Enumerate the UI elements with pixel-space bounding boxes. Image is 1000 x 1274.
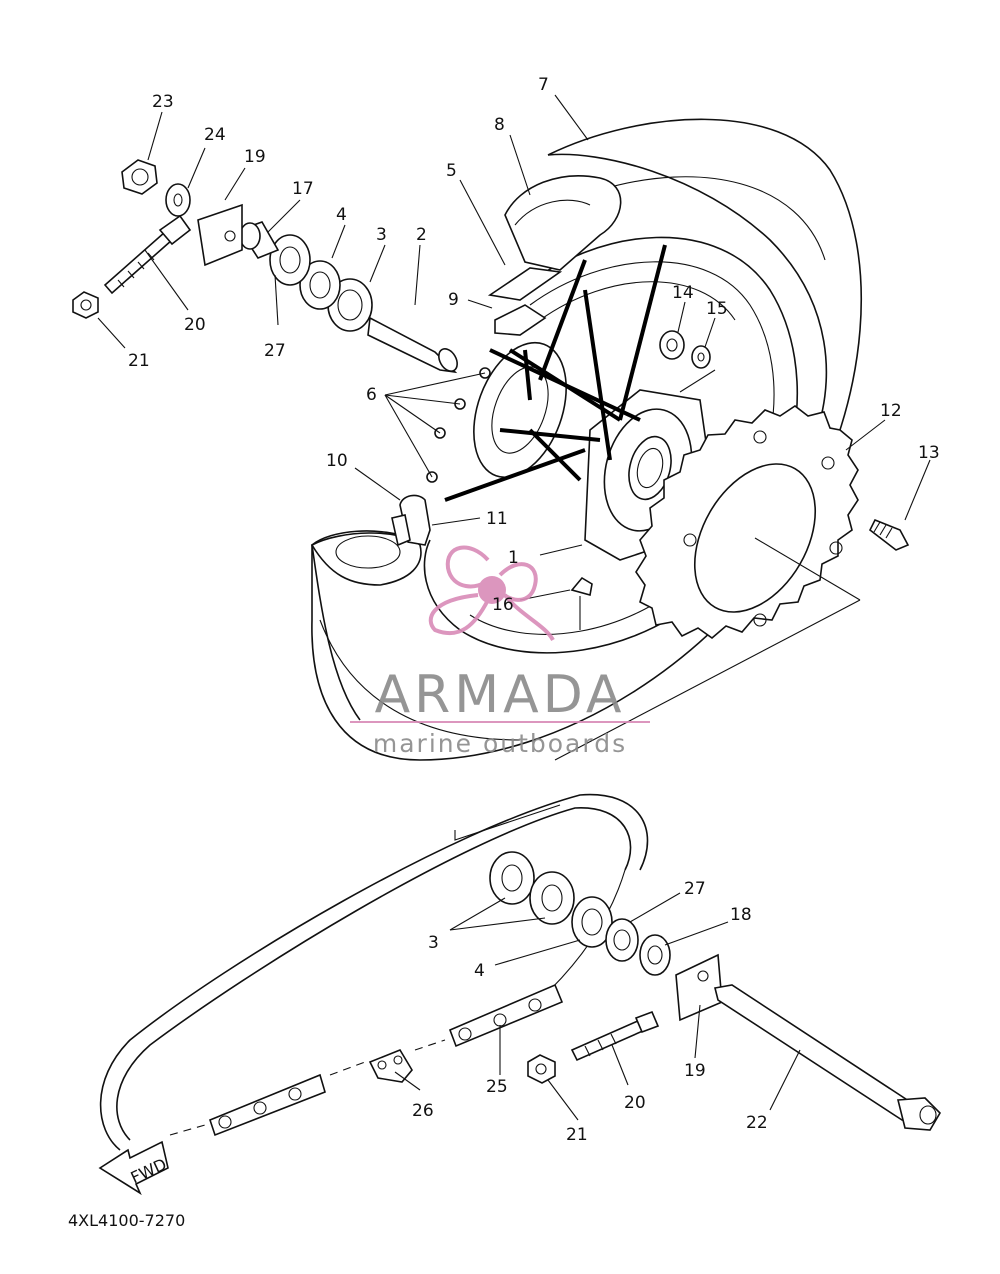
sprocket-bolt [868, 518, 910, 551]
leader-lines-upper [97, 94, 931, 761]
watermark-subtitle: marine outboards [373, 729, 627, 758]
callout-12: 12 [880, 401, 902, 421]
adjust-bolt-left [103, 214, 192, 295]
nut-left-small [72, 291, 99, 319]
callout-13: 13 [918, 443, 940, 463]
callout-11: 11 [486, 509, 508, 529]
chain-dashes [169, 1039, 446, 1136]
callout-7: 7 [538, 75, 549, 95]
axle-nut [121, 159, 158, 195]
callout-15: 15 [706, 299, 728, 319]
callout-20-upper: 20 [184, 315, 206, 335]
callout-19-lower: 19 [684, 1061, 706, 1081]
propeller-logo-icon [428, 545, 555, 642]
callout-20-lower: 20 [624, 1093, 646, 1113]
callout-14: 14 [672, 283, 694, 303]
callout-9: 9 [448, 290, 459, 310]
bearing-right-2 [529, 871, 575, 925]
diagram-code: 4XL4100-7270 [68, 1211, 185, 1230]
callout-16: 16 [492, 595, 514, 615]
chain-segment-left [209, 1073, 326, 1137]
callout-8: 8 [494, 115, 505, 135]
callout-5: 5 [446, 161, 457, 181]
chain-puller-left [197, 203, 243, 267]
fwd-arrow: FWD [98, 1140, 169, 1196]
callout-23: 23 [152, 92, 174, 112]
callout-4-upper: 4 [336, 205, 347, 225]
sprocket-washer [691, 345, 711, 369]
callout-1: 1 [508, 548, 519, 568]
rear-axle [714, 984, 942, 1131]
rim-band [494, 304, 547, 336]
spacer-right [639, 934, 671, 976]
callout-4-lower: 4 [474, 961, 485, 981]
armada-watermark: ARMADA marine outboards [350, 545, 650, 758]
callout-22: 22 [746, 1113, 768, 1133]
callout-6: 6 [366, 385, 377, 405]
callout-3-upper: 3 [376, 225, 387, 245]
callout-21-upper: 21 [128, 351, 150, 371]
drive-chain [99, 793, 649, 1151]
nut-right-small [527, 1054, 556, 1084]
callout-2: 2 [416, 225, 427, 245]
bearing-right-1 [489, 851, 535, 905]
inner-tube [487, 175, 622, 301]
callout-24: 24 [204, 125, 226, 145]
callout-26: 26 [412, 1101, 434, 1121]
adjust-bolt-right [570, 1010, 660, 1062]
callout-17: 17 [292, 179, 314, 199]
valve-stem [570, 576, 593, 630]
sprocket [635, 405, 859, 640]
sprocket-nut [659, 330, 685, 360]
callout-27-upper: 27 [264, 341, 286, 361]
callout-10: 10 [326, 451, 348, 471]
callout-3-lower: 3 [428, 933, 439, 953]
collar [367, 316, 458, 374]
callout-21-lower: 21 [566, 1125, 588, 1145]
bearing-left [269, 234, 373, 332]
spacer-left [238, 221, 280, 259]
chain-segment-right [448, 983, 564, 1048]
callout-25: 25 [486, 1077, 508, 1097]
callout-labels: 7 8 5 9 2 3 4 17 19 24 23 20 27 21 6 10 … [128, 75, 940, 1145]
collar-right [605, 918, 639, 962]
leader-lines-lower [394, 892, 801, 1121]
rim-lock [391, 494, 431, 547]
spokes [444, 244, 667, 502]
axle-washer [165, 183, 191, 217]
chain-joint [368, 1049, 413, 1083]
callout-19-upper: 19 [244, 147, 266, 167]
oil-seal-right [571, 896, 613, 948]
watermark-title: ARMADA [375, 665, 626, 725]
callout-18: 18 [730, 905, 752, 925]
callout-27-lower: 27 [684, 879, 706, 899]
